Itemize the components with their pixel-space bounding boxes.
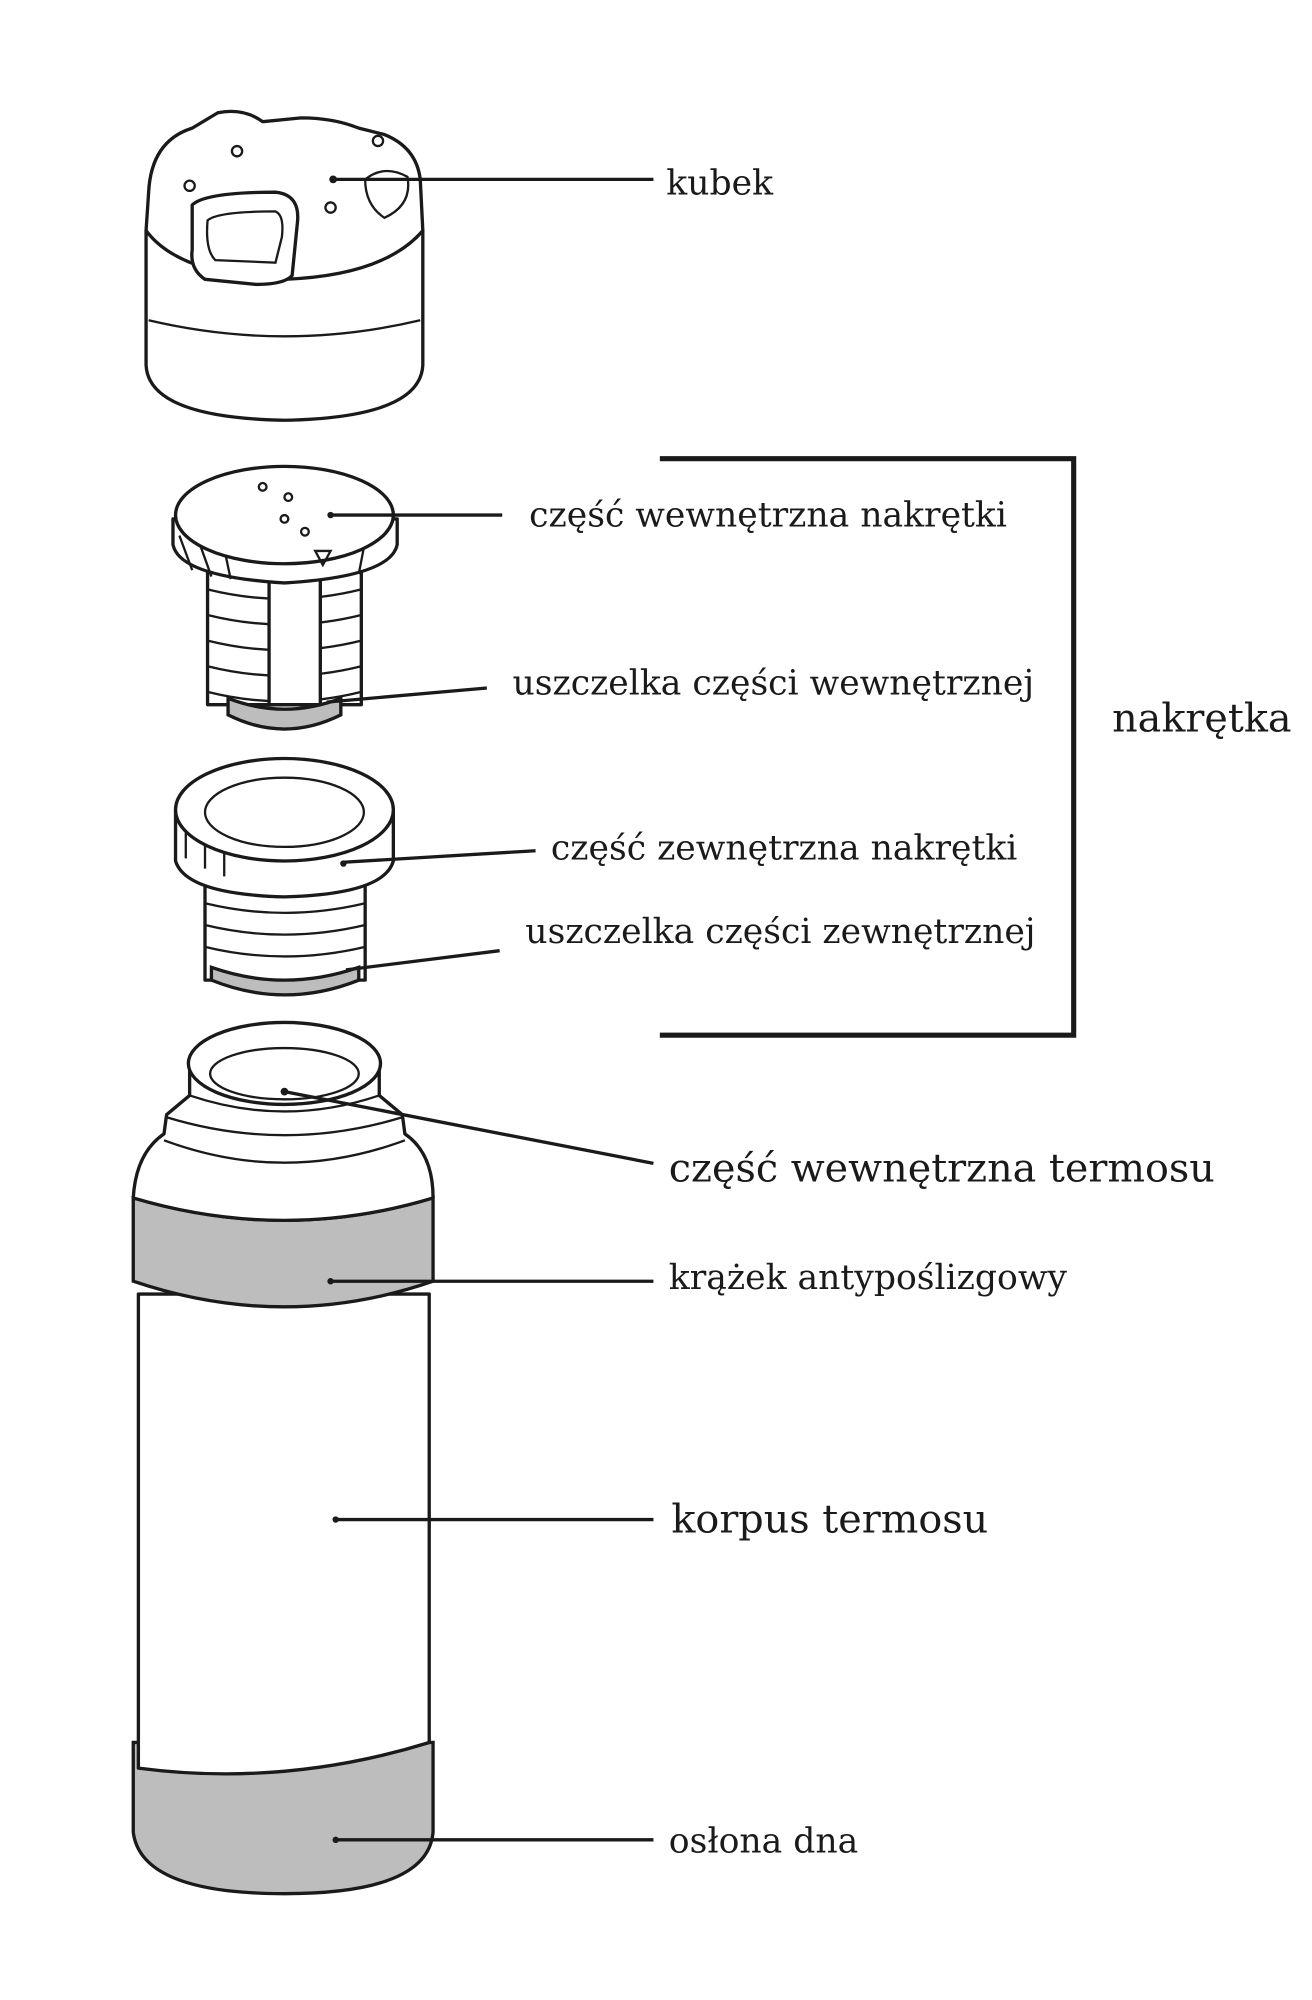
cup-drawing	[144, 109, 425, 422]
label-cap-inner-gasket: uszczelka części wewnętrznej	[513, 663, 1035, 703]
label-cap-group: nakrętka	[1112, 696, 1291, 742]
flask-drawing	[131, 1020, 435, 1896]
label-cap-inner-part: część wewnętrzna nakrętki	[529, 496, 1007, 536]
label-cup: kubek	[666, 164, 774, 204]
label-flask-inner-part: część wewnętrzna termosu	[669, 1145, 1215, 1191]
label-cap-outer-part: część zewnętrzna nakrętki	[551, 829, 1017, 869]
label-flask-body: korpus termosu	[671, 1496, 988, 1542]
label-bottom-cover: osłona dna	[669, 1822, 859, 1862]
cap-group-bracket	[659, 456, 1077, 1038]
label-cap-outer-gasket: uszczelka części zewnętrznej	[525, 912, 1035, 952]
cap-inner-drawing	[171, 464, 399, 731]
label-anti-slip-ring: krążek antypoślizgowy	[669, 1258, 1068, 1298]
cap-outer-drawing	[173, 756, 396, 997]
leader-lines	[284, 177, 654, 1842]
